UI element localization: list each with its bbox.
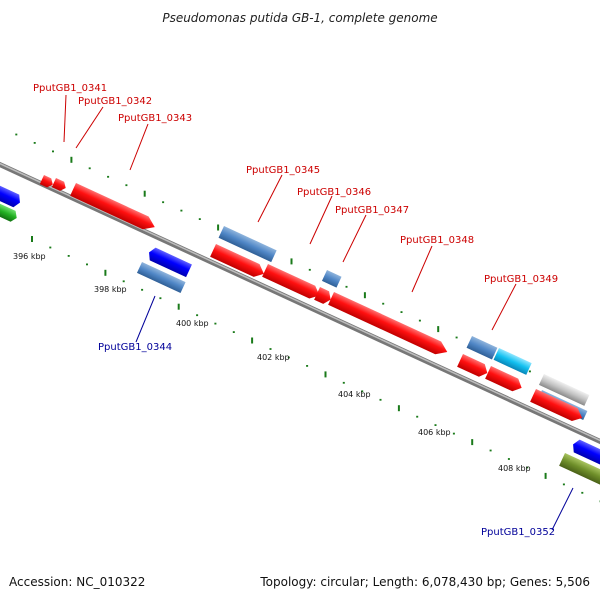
gene-box-0345 xyxy=(218,226,277,263)
gene-features xyxy=(0,175,600,487)
gene-label-0347: PputGB1_0347 xyxy=(335,205,409,216)
bottom-leader-lines xyxy=(135,295,574,531)
gene-arrow-green-edge xyxy=(0,200,17,222)
gene-label-0349: PputGB1_0349 xyxy=(484,274,558,285)
genome-backbone xyxy=(0,161,600,445)
gene-arrow-blue-edge xyxy=(0,182,20,208)
genome-backbone-highlight xyxy=(0,162,600,442)
gene-arrow-0347 xyxy=(314,287,331,304)
gene-box-0344 xyxy=(136,262,186,294)
lower-dotted-track xyxy=(31,236,600,503)
topology-text: Topology: circular; Length: 6,078,430 bp… xyxy=(259,575,590,589)
gene-arrow-0341 xyxy=(39,175,53,188)
accession-text: Accession: NC_010322 xyxy=(9,575,145,589)
gene-label-0342: PputGB1_0342 xyxy=(78,96,152,107)
gene-box-0347 xyxy=(321,270,342,288)
gene-arrow-0348 xyxy=(328,292,448,355)
gene-arrow-0343 xyxy=(70,183,155,230)
tick-label: 408 kbp xyxy=(498,464,531,473)
gene-arrow-0349b xyxy=(485,366,522,392)
gene-label-0343: PputGB1_0343 xyxy=(118,113,192,124)
gene-box-0349 xyxy=(466,336,498,360)
gene-label-0341: PputGB1_0341 xyxy=(33,83,107,94)
tick-label: 396 kbp xyxy=(13,252,46,261)
map-title: Pseudomonas putida GB-1, complete genome xyxy=(162,11,437,25)
scale-labels: 396 kbp 398 kbp 400 kbp 402 kbp 404 kbp … xyxy=(13,252,531,473)
gene-arrow-right-red xyxy=(530,389,583,422)
tick-label: 398 kbp xyxy=(94,285,127,294)
tick-label: 404 kbp xyxy=(338,390,371,399)
top-leader-lines xyxy=(63,94,517,331)
gene-arrow-0344-reverse xyxy=(149,247,192,278)
tick-label: 406 kbp xyxy=(418,428,451,437)
gene-label-0345: PputGB1_0345 xyxy=(246,165,320,176)
gene-arrow-0345 xyxy=(210,244,264,277)
gene-label-0348: PputGB1_0348 xyxy=(400,235,474,246)
gene-label-0346: PputGB1_0346 xyxy=(297,187,371,198)
gene-box-0352 xyxy=(559,453,600,487)
tick-label: 400 kbp xyxy=(176,319,209,328)
gene-label-0352: PputGB1_0352 xyxy=(481,527,555,538)
gene-box-0349-cyan xyxy=(493,348,532,375)
gene-label-0344: PputGB1_0344 xyxy=(98,342,172,353)
tick-label: 402 kbp xyxy=(257,353,290,362)
gene-box-gray xyxy=(538,374,590,406)
gene-arrow-0346 xyxy=(262,264,320,299)
gene-arrow-blue-right xyxy=(573,439,600,468)
gene-arrow-0349 xyxy=(457,354,488,377)
gene-arrow-0342 xyxy=(51,178,66,191)
